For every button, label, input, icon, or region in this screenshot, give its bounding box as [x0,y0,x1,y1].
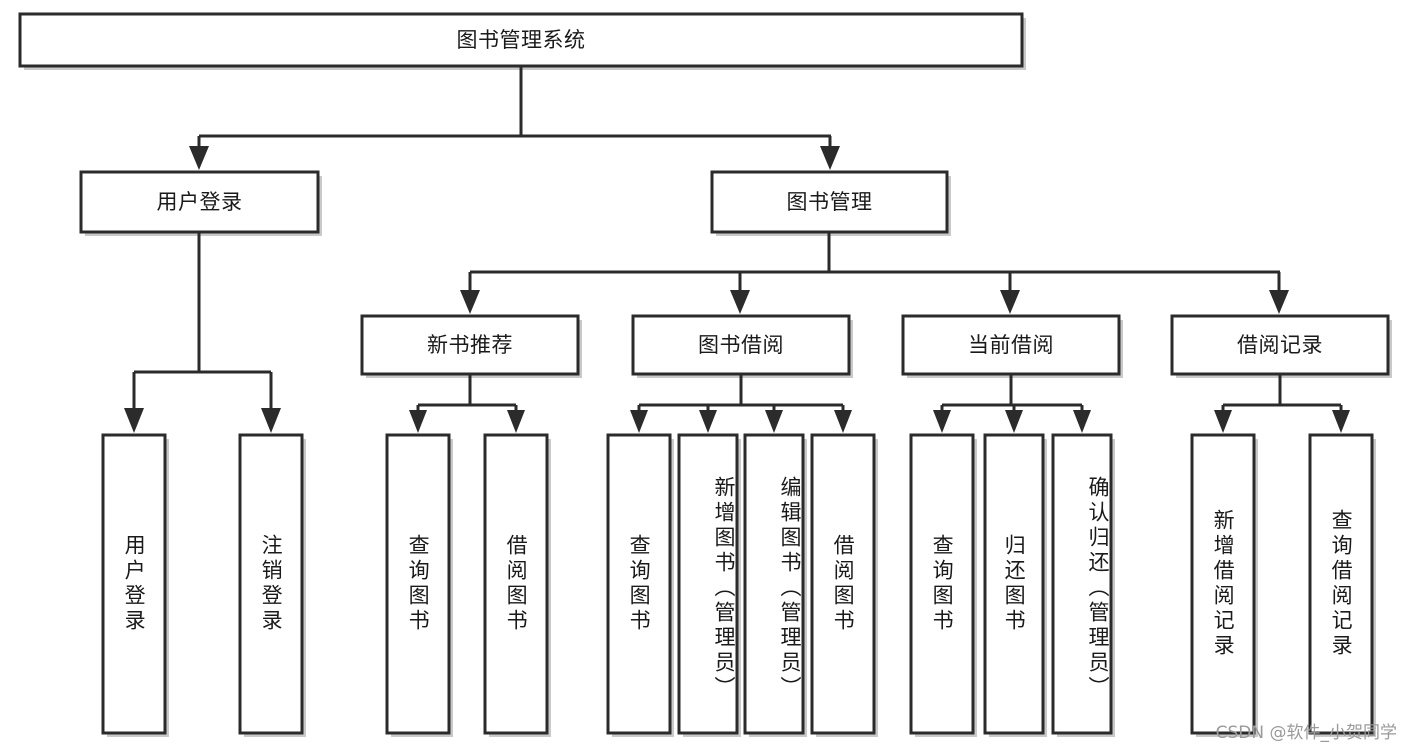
leaf-box-borrow-book-rec[interactable] [483,433,551,737]
connector-new-book-rec-to-leaves [409,374,525,433]
leaf-box-add-record[interactable] [1190,433,1258,737]
node-book-borrow[interactable] [631,314,853,378]
leaf-box-query-book-borrow[interactable] [606,433,674,737]
connector-book-borrow-to-leaves [630,374,852,433]
csdn-watermark: CSDN @软件_小贺同学 [1215,723,1397,743]
node-book-manage[interactable] [710,170,951,236]
leaf-box-query-book-cur[interactable] [909,433,977,737]
connector-user-login-to-leaves [124,232,281,433]
leaf-box-query-record[interactable] [1308,433,1376,737]
node-borrow-record[interactable] [1170,314,1392,378]
node-new-book-rec[interactable] [360,314,582,378]
leaf-box-edit-book[interactable] [743,433,807,737]
leaf-box-user-login[interactable] [101,433,169,737]
leaf-box-return-book[interactable] [983,433,1047,737]
leaf-box-borrow-book[interactable] [810,433,878,737]
connector-current-borrow-to-leaves [933,374,1091,433]
leaf-box-query-book-rec[interactable] [385,433,453,737]
leaf-box-confirm-return[interactable] [1051,433,1115,737]
leaf-box-add-book[interactable] [677,433,741,737]
node-current-borrow[interactable] [901,314,1123,378]
node-root[interactable] [18,12,1026,70]
connector-borrow-record-to-leaves [1214,374,1350,433]
connector-root-to-level2 [189,66,840,170]
connector-book-manage-to-level3 [460,232,1289,314]
leaf-box-logout[interactable] [238,433,306,737]
node-user-login[interactable] [79,170,322,236]
